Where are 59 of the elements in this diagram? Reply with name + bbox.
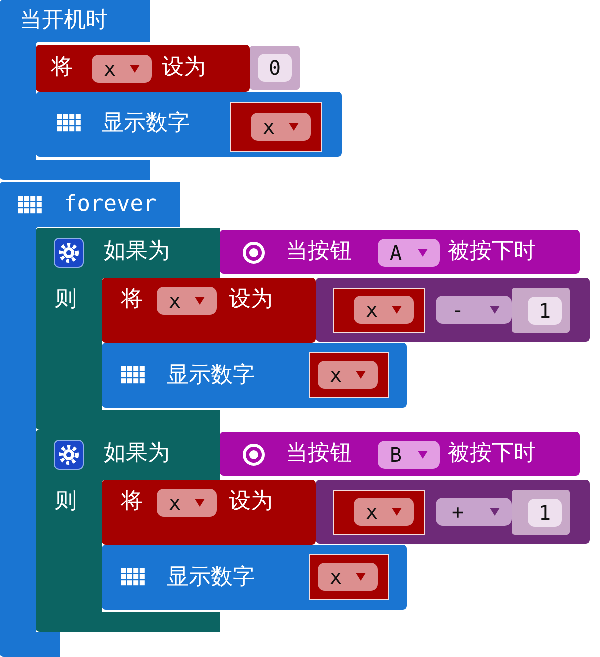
dropdown-value: -	[452, 297, 464, 323]
block-label: forever	[64, 192, 157, 218]
dropdown-value: B	[390, 442, 402, 468]
variable-block	[309, 554, 389, 600]
dropdown-field	[436, 498, 512, 526]
number-block	[512, 288, 570, 333]
dropdown-value: x	[366, 499, 378, 525]
block-label: 当按钮	[286, 441, 352, 467]
number-field: 1	[528, 296, 562, 324]
dropdown-field	[378, 239, 440, 267]
block-label: 如果为	[104, 441, 170, 467]
block-label: 显示数字	[167, 363, 255, 389]
set-variable-block	[102, 278, 316, 343]
block-label: 则	[55, 489, 77, 515]
dropdown-field	[157, 489, 217, 517]
block-label: 设为	[229, 489, 273, 515]
math-block	[316, 480, 590, 544]
variable-block	[230, 102, 322, 152]
block-label: 当开机时	[20, 8, 108, 34]
block-label: 设为	[162, 55, 206, 81]
dropdown-value: +	[452, 499, 464, 525]
dropdown-value: x	[104, 56, 116, 82]
number-field: 0	[258, 54, 292, 82]
dropdown-value: x	[330, 564, 342, 590]
dropdown-field	[92, 55, 152, 83]
number-block	[512, 490, 570, 535]
variable-block	[309, 352, 389, 398]
dropdown-field	[378, 441, 440, 469]
dropdown-value: x	[169, 288, 182, 314]
block-label: 当按钮	[286, 239, 352, 265]
set-variable-block	[36, 45, 250, 92]
block-label: 被按下时	[448, 239, 536, 265]
set-variable-block	[102, 480, 316, 545]
block-label: 被按下时	[448, 441, 536, 467]
dropdown-field	[436, 296, 512, 324]
block-label: 设为	[229, 287, 273, 313]
dropdown-value: x	[330, 362, 342, 388]
show-number-block	[36, 92, 342, 157]
block-label: 将	[51, 55, 73, 81]
dropdown-field	[157, 287, 217, 315]
variable-block	[333, 288, 425, 333]
block-label: 则	[55, 287, 77, 313]
block-label: 显示数字	[102, 111, 190, 137]
number-field: 1	[528, 498, 562, 526]
block-label: 将	[121, 489, 143, 515]
dropdown-value: x	[366, 297, 378, 323]
variable-block	[333, 490, 425, 535]
block-label: 将	[121, 287, 143, 313]
show-number-block	[102, 343, 407, 408]
dropdown-value: x	[169, 490, 182, 516]
block-label: 显示数字	[167, 565, 255, 591]
button-condition-block	[220, 432, 580, 476]
block-label: 如果为	[104, 239, 170, 265]
dropdown-value: x	[263, 114, 276, 140]
show-number-block	[102, 545, 407, 610]
dropdown-value: A	[390, 240, 402, 266]
number-block	[250, 46, 300, 90]
math-block	[316, 278, 590, 342]
button-condition-block	[220, 230, 580, 274]
